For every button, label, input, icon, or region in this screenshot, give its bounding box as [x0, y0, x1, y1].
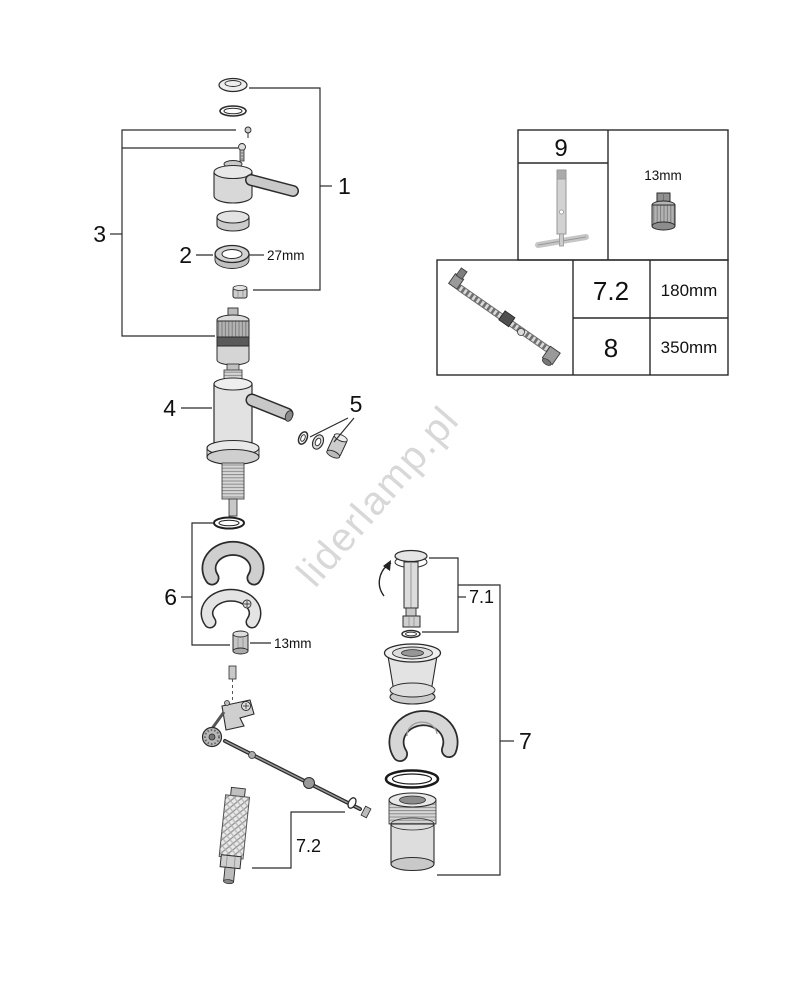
mounting-horseshoe-top — [201, 540, 265, 586]
callout-label-4: 4 — [163, 395, 176, 421]
watermark-text: liderlamp.pl — [289, 398, 468, 595]
handle-screw — [238, 143, 246, 162]
callout-label-6: 6 — [164, 584, 177, 610]
dimension-13mm: 13mm — [274, 636, 312, 651]
hex-nut-small — [232, 285, 248, 299]
lever-handle — [213, 160, 299, 204]
mounting-horseshoe-bottom — [200, 588, 262, 629]
callout-label-7-1: 7.1 — [469, 587, 494, 607]
dimension-27mm: 27mm — [267, 248, 305, 263]
popup-knob — [394, 549, 428, 639]
handle-cap — [218, 77, 248, 93]
drain-body — [388, 792, 437, 872]
callout-leader-5 — [309, 417, 355, 443]
mounting-nut-13mm — [232, 630, 249, 655]
tool-box-callout-9: 9 — [554, 135, 567, 162]
grub-screw-small — [244, 126, 252, 138]
hose-length-box: 7.2 180mm 8 350mm — [436, 259, 729, 376]
hose-row-1-part: 8 — [604, 333, 618, 363]
faucet-body — [206, 369, 294, 466]
popup-clamp — [388, 710, 459, 762]
callout-label-3: 3 — [93, 221, 106, 247]
callout-bracket-3 — [110, 129, 238, 337]
callout-bracket-7-1 — [422, 557, 466, 633]
hose-row-0-length: 180mm — [661, 281, 718, 300]
base-o-ring — [213, 516, 245, 530]
callout-label-7-2: 7.2 — [296, 836, 321, 856]
supply-hose — [218, 786, 251, 885]
cartridge — [216, 307, 250, 372]
mounting-tool — [535, 169, 589, 248]
hose-row-0-part: 7.2 — [593, 276, 629, 306]
tool-box: 9 13mm — [517, 129, 729, 261]
drain-flange — [383, 643, 442, 705]
callout-label-2: 2 — [179, 242, 192, 268]
callout-bracket-6 — [181, 522, 230, 646]
retaining-ring-27mm — [214, 244, 250, 269]
drain-o-ring — [384, 769, 440, 789]
tool-box-socket-size: 13mm — [644, 168, 682, 183]
hose-row-1-length: 350mm — [661, 338, 718, 357]
callout-bracket-7-2 — [252, 811, 345, 869]
callout-bracket-7 — [437, 584, 514, 876]
threaded-shank — [221, 462, 245, 517]
ring-nut — [216, 210, 250, 232]
callout-bracket-1 — [249, 87, 332, 291]
connection-hose — [447, 267, 561, 366]
handle-o-ring — [219, 105, 247, 117]
callout-label-7: 7 — [519, 728, 532, 754]
callout-label-1: 1 — [338, 173, 351, 199]
socket-tool — [651, 192, 676, 231]
callout-label-5: 5 — [350, 391, 363, 417]
aerator-parts — [297, 431, 348, 459]
rotation-arrow-icon — [378, 560, 392, 597]
popup-rod-assembly — [201, 665, 372, 819]
